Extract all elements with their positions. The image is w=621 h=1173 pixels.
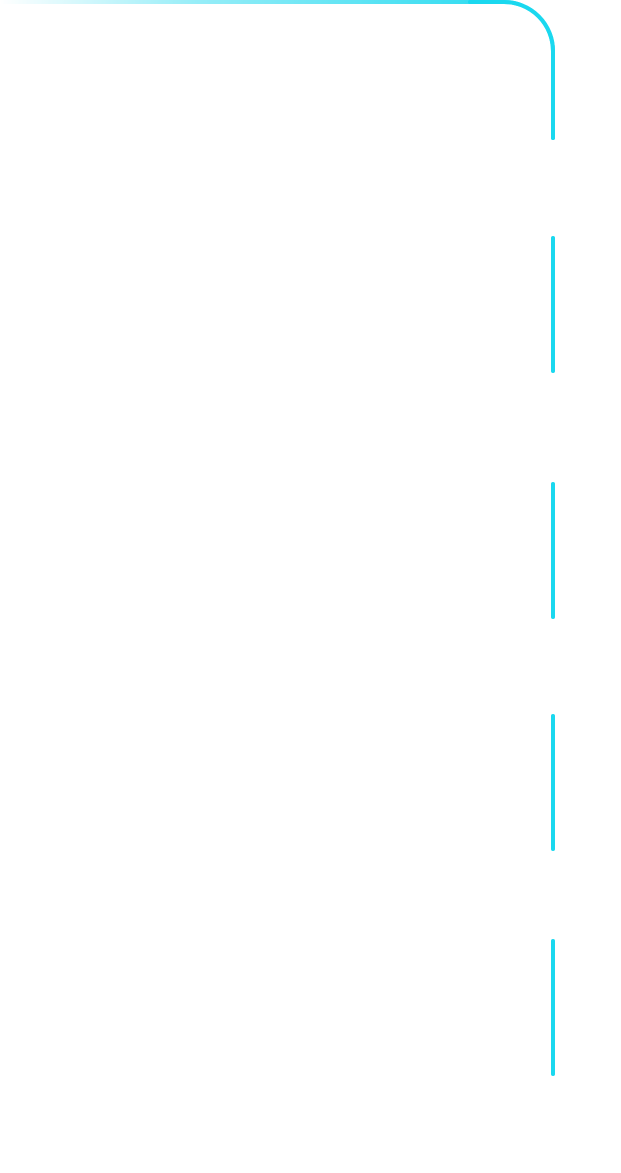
frame-corner-solid — [468, 0, 555, 140]
frame-top-edge — [0, 0, 555, 140]
